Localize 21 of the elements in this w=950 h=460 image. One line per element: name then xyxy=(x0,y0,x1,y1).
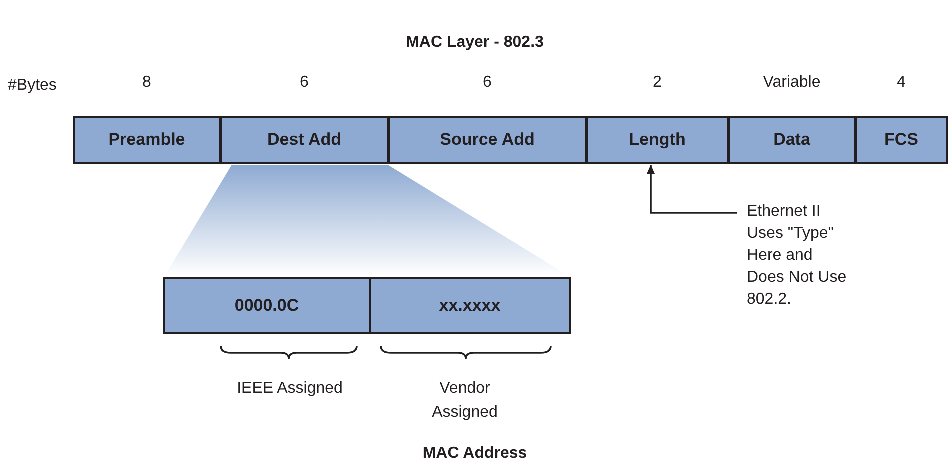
frame-field: Data xyxy=(728,116,856,164)
frame-field: Dest Add xyxy=(220,116,389,164)
byte-count: 4 xyxy=(897,74,906,92)
byte-count: 8 xyxy=(142,74,152,92)
caption: MAC Address xyxy=(422,444,528,460)
frame-field: Source Add xyxy=(388,116,587,164)
title: MAC Layer - 802.3 xyxy=(406,34,544,52)
frame-field: Length xyxy=(586,116,729,164)
byte-count: 6 xyxy=(300,74,309,92)
frame-field: FCS xyxy=(855,116,948,164)
note-text: Ethernet II Uses "Type" Here and Does Not Use 802.2. xyxy=(747,201,850,311)
byte-count: 2 xyxy=(653,74,662,92)
frame-field: xx.xxxx xyxy=(369,277,571,334)
byte-count: Variable xyxy=(763,74,821,92)
brace-label: IEEE Assigned xyxy=(237,379,343,399)
brace-label: Vendor Assigned xyxy=(431,379,499,423)
frame-field: 0000.0C xyxy=(163,277,371,334)
axis-label: #Bytes xyxy=(8,76,57,96)
arrow xyxy=(647,165,737,214)
frame-field: Preamble xyxy=(73,116,221,164)
byte-count: 6 xyxy=(483,74,492,92)
